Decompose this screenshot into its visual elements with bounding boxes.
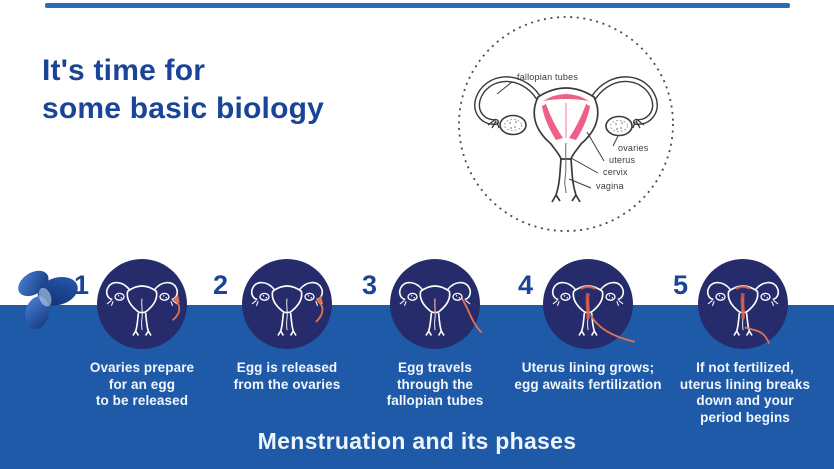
endometrium-lining <box>542 94 590 140</box>
label-leader-lines <box>496 81 619 189</box>
phase-caption-4: Uterus lining grows; egg awaits fertiliz… <box>514 360 662 392</box>
fallopian-tube-right-icon <box>591 76 658 129</box>
phase-circle-4 <box>543 259 636 349</box>
egg-path-icon <box>589 314 636 343</box>
phase-circle-2 <box>242 259 332 349</box>
uterus-lining-icon <box>735 285 751 319</box>
phase-circle-1 <box>97 259 187 349</box>
phase-caption-2: Egg is released from the ovaries <box>233 360 341 392</box>
label-uterus: uterus <box>609 155 636 165</box>
uterus-anatomy-illustration <box>458 16 674 232</box>
uterus-icon <box>105 281 179 337</box>
butterfly-logo <box>18 270 78 330</box>
uterus-icon <box>250 281 324 337</box>
egg-arrow-icon <box>172 295 181 321</box>
uterus-lining-icon <box>580 285 596 319</box>
phase-caption-5: If not fertilized, uterus lining breaks … <box>679 360 811 425</box>
phase-number-1: 1 <box>74 270 90 300</box>
label-fallopian-tubes: fallopian tubes <box>517 72 579 82</box>
phase-circle-5 <box>698 259 788 349</box>
phase-caption-3: Egg travels through the fallopian tubes <box>386 360 484 408</box>
label-cervix: cervix <box>603 167 628 177</box>
vagina-canal-icon <box>551 142 581 203</box>
egg-arrow-icon <box>315 295 324 323</box>
phase-number-3: 3 <box>362 270 378 300</box>
footer-title: Menstruation and its phases <box>257 428 577 454</box>
ovary-left-icon <box>499 114 527 136</box>
fallopian-tube-left-icon <box>474 76 541 129</box>
egg-path-icon <box>744 326 770 344</box>
egg-path-icon <box>434 298 483 334</box>
phase-caption-1: Ovaries prepare for an egg to be release… <box>89 360 195 408</box>
phase-circle-3 <box>390 259 483 349</box>
phase-number-5: 5 <box>673 270 689 300</box>
anatomy-diagram <box>450 5 690 240</box>
page-title: It's time for some basic biology <box>42 54 325 125</box>
label-vagina: vagina <box>596 181 624 191</box>
top-accent-bar <box>45 3 790 8</box>
phase-number-4: 4 <box>518 270 534 300</box>
label-ovaries: ovaries <box>618 143 649 153</box>
phase-number-2: 2 <box>213 270 229 300</box>
ovary-right-icon <box>605 115 633 137</box>
